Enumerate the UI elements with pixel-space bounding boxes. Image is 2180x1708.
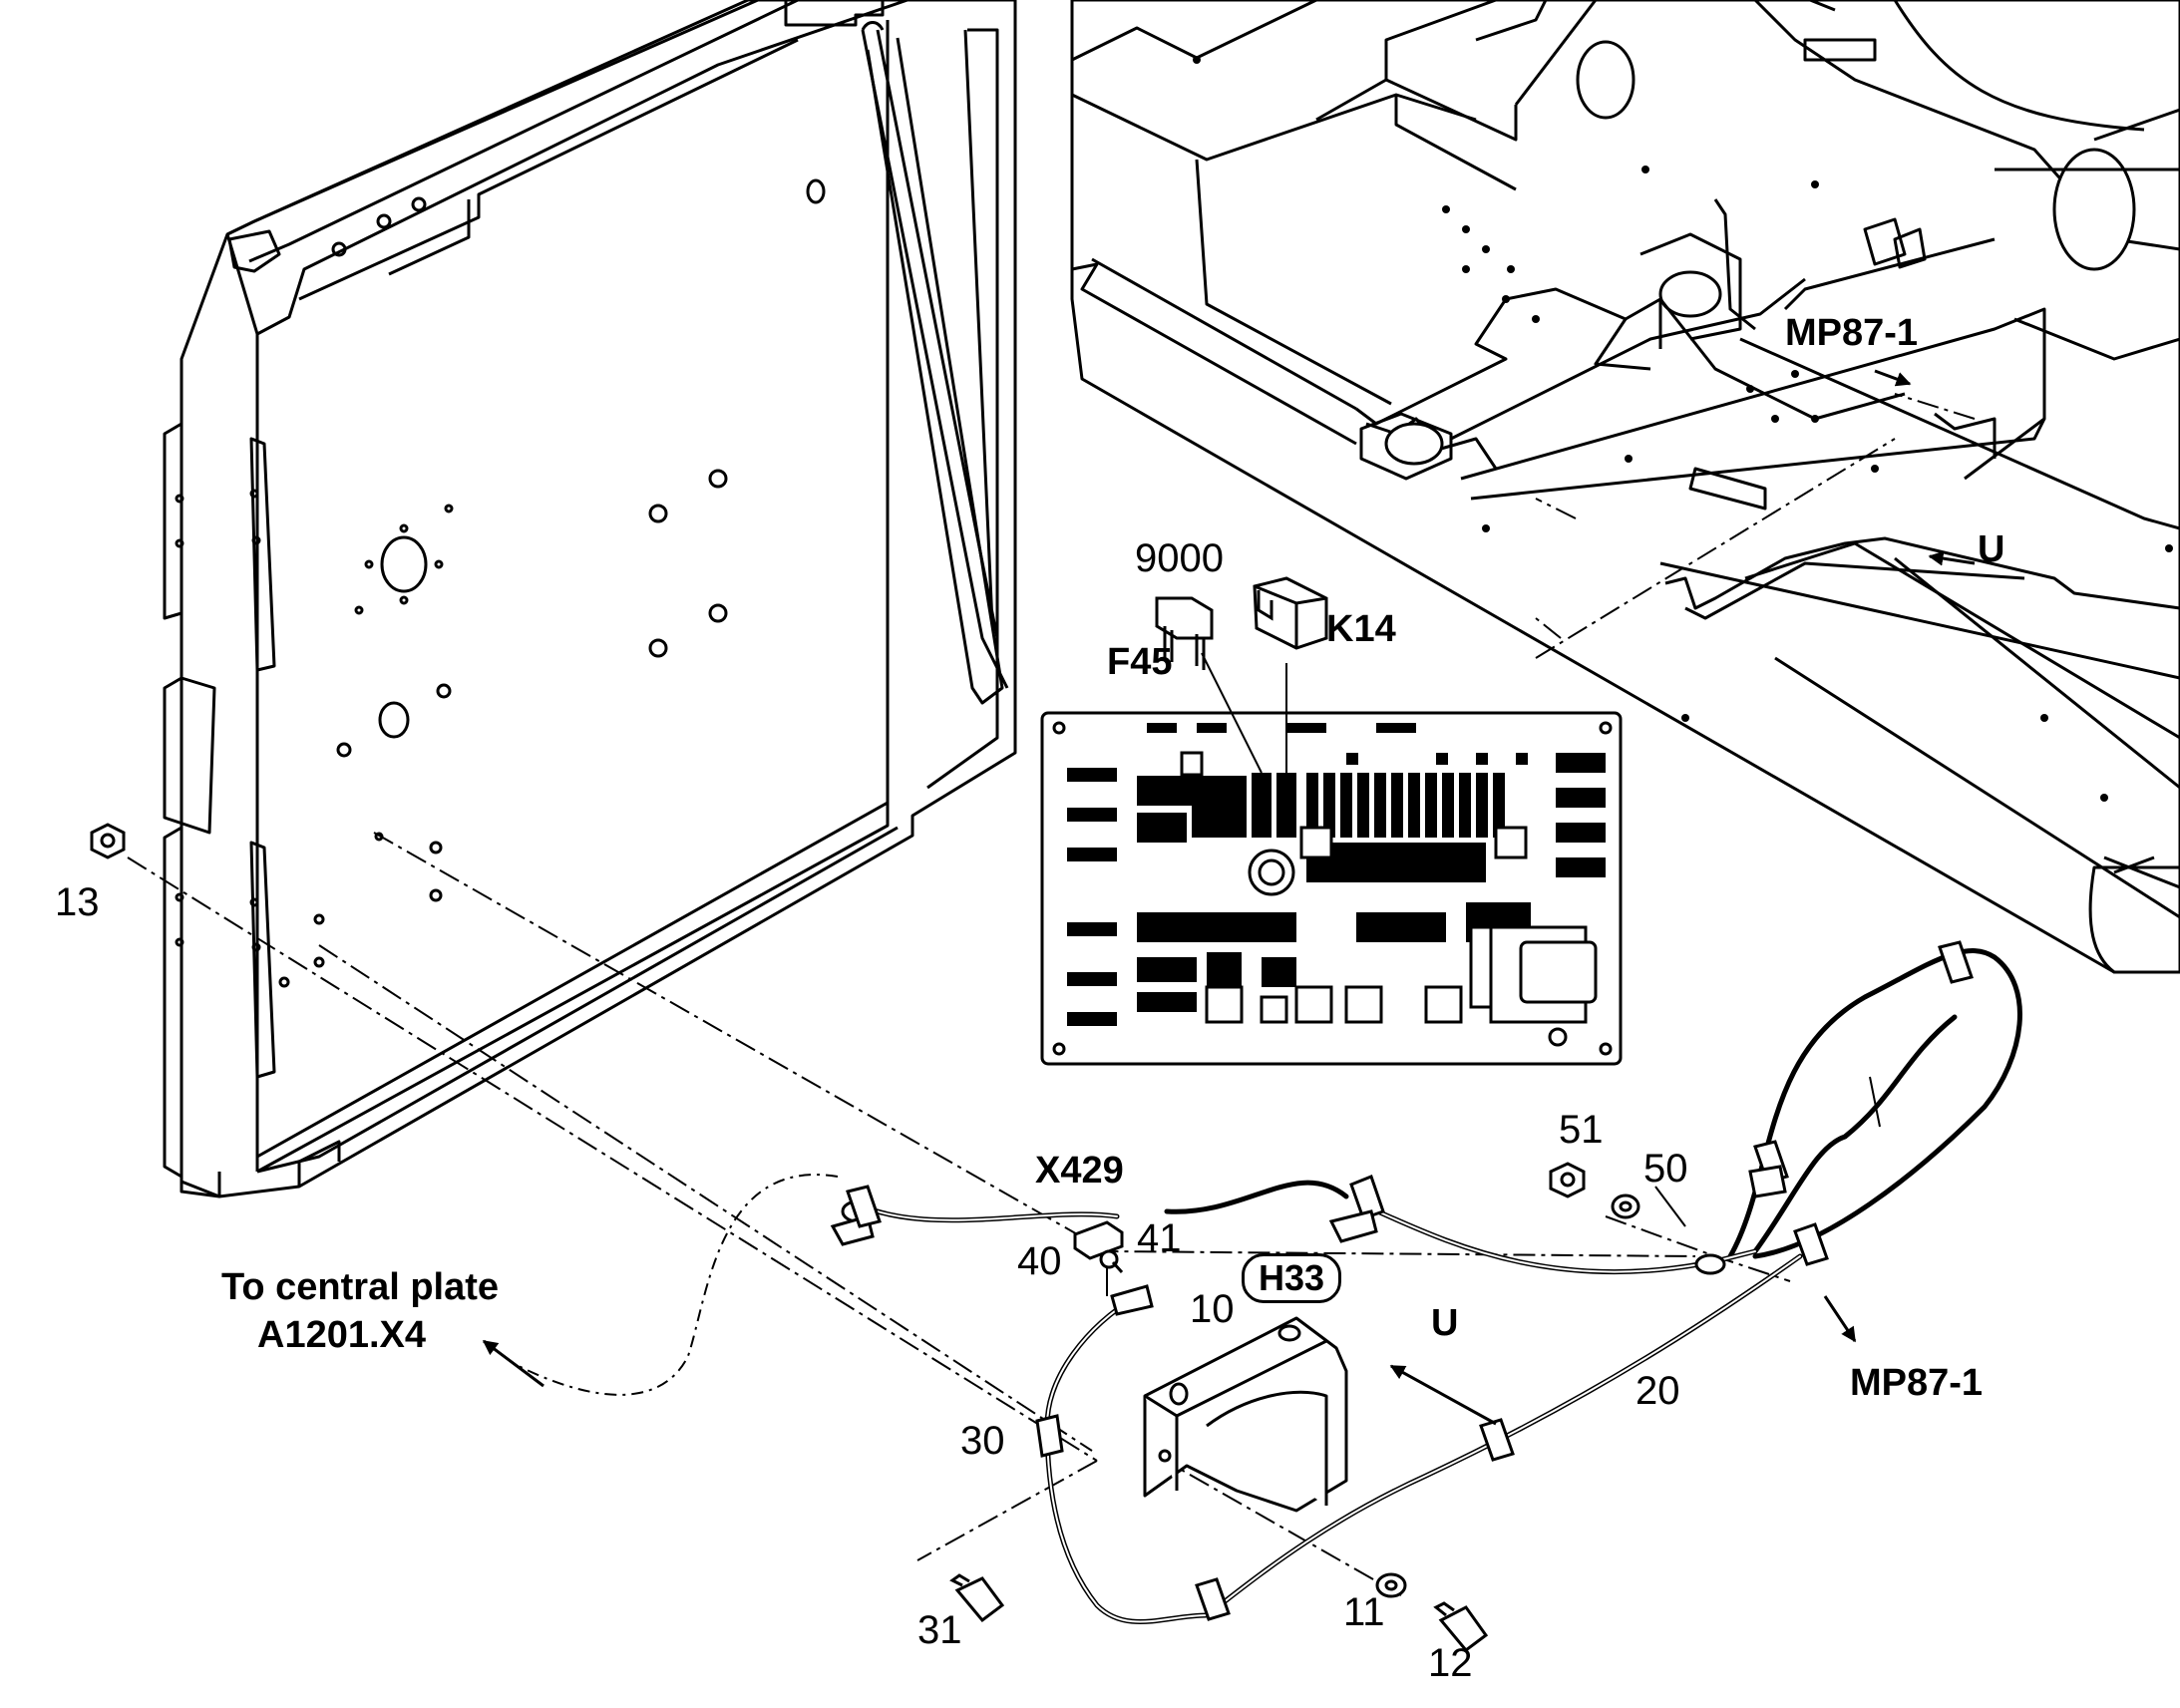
part-label-10: 10: [1190, 1287, 1235, 1331]
nut-51-icon: [1549, 1162, 1586, 1198]
label-mp87-right: MP87-1: [1850, 1362, 1984, 1404]
washer-11-icon: [1375, 1572, 1407, 1598]
part-label-31: 31: [917, 1608, 962, 1652]
part-label-13: 13: [55, 880, 100, 924]
part-label-9000: 9000: [1135, 536, 1224, 580]
label-x429: X429: [1035, 1150, 1124, 1192]
part-label-50: 50: [1643, 1147, 1688, 1191]
part-label-40: 40: [1017, 1239, 1062, 1283]
harness-core: [862, 1205, 1801, 1623]
fuse-f45-icon: [1155, 596, 1214, 670]
screw-12-icon: [1433, 1601, 1489, 1653]
label-u-mid: U: [1431, 1302, 1459, 1344]
screw-31-icon: [949, 1573, 1005, 1623]
board-components: [1067, 723, 1606, 1026]
machine-frame: [1070, 0, 2180, 974]
label-central-plate-2: A1201.X4: [257, 1314, 427, 1356]
wire-route-dashed: [518, 1174, 839, 1396]
label-central-plate-1: To central plate: [221, 1266, 500, 1308]
cable-clips: [830, 940, 1974, 1621]
label-f45: F45: [1107, 641, 1173, 683]
part-label-12: 12: [1428, 1641, 1473, 1685]
panel-holes: [175, 178, 826, 988]
nut-13-icon: [90, 823, 126, 859]
part-label-20: 20: [1635, 1369, 1680, 1413]
washer-50-icon: [1611, 1194, 1640, 1219]
label-h33: H33: [1242, 1253, 1342, 1303]
connector-40-icon: [1073, 1220, 1124, 1274]
horn-h33-icon: [1143, 1316, 1348, 1513]
board-outlined-parts: [1180, 751, 1598, 1047]
label-mp87-top: MP87-1: [1785, 312, 1919, 354]
cabin-panel: [163, 0, 1017, 1198]
leader-lines: [1106, 652, 1881, 1296]
part-label-51: 51: [1559, 1108, 1604, 1152]
part-label-41: 41: [1137, 1216, 1182, 1260]
label-k14: K14: [1326, 608, 1396, 650]
relay-k14-icon: [1253, 576, 1328, 650]
part-label-11: 11: [1343, 1590, 1385, 1634]
arrows: [482, 369, 1976, 1426]
label-u-top: U: [1978, 528, 2005, 570]
frame-holes: [1193, 56, 2173, 802]
part-label-30: 30: [960, 1419, 1005, 1463]
